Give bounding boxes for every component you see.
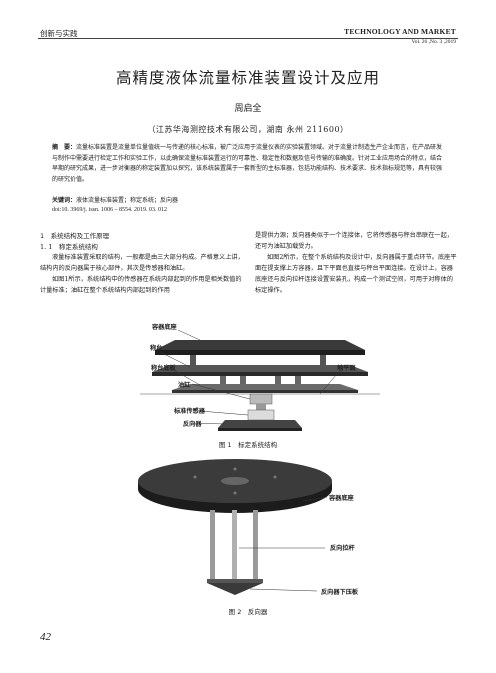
fig2-label-lower-plate: 反向器下压板 xyxy=(321,589,359,596)
fig2-label-container-base: 容器底座 xyxy=(329,495,354,502)
paragraph: 液量标准装置采取的结构，一般都是由三大部分构成。产格意义上讲，结构内的反向器属于… xyxy=(40,254,244,272)
figure-2-diagram xyxy=(138,459,332,595)
rod-shape xyxy=(232,510,237,585)
cylinder-shape xyxy=(249,393,273,405)
section-heading: 1 系统结构及工作原理 xyxy=(40,232,110,240)
abstract-label: 摘 要： xyxy=(52,144,77,151)
doi: doi:10. 3969/j. issn. 1006 – 8554. 2019.… xyxy=(52,207,168,213)
paragraph: 如图1所示，系统结构中的传感器在系统内部起到的作用是相关数值的计量标准；油缸在整… xyxy=(40,276,242,294)
abstract: 摘 要：流量标准装置是流量单位量值统一与传递的核心标准，被广泛应用于流量仪表的实… xyxy=(52,143,444,185)
paragraph: 如图2所示，在整个系统结构及设计中，反向器属于重点环节。底座平面在提支撑上方容器… xyxy=(255,254,457,294)
scale-bottom-plate-shape xyxy=(172,384,358,390)
figure-1-diagram xyxy=(140,329,380,431)
page-number: 42 xyxy=(40,631,51,643)
journal-volume: Vol. 26 ,No. 3 ,2019 xyxy=(411,39,456,45)
author-affiliation: （江苏华海测控技术有限公司，湖南 永州 211600） xyxy=(147,125,349,134)
scale-platform-shape xyxy=(152,365,368,372)
author-name: 周启全 xyxy=(234,104,262,114)
fig1-label-sensor: 标准传感器 xyxy=(174,408,205,415)
paper-title: 高精度液体流量标准装置设计及应用 xyxy=(115,69,380,87)
journal-section-label: 创新与实践 xyxy=(40,29,78,38)
figure-2-caption: 图 2 反向器 xyxy=(228,608,268,616)
rod-shape xyxy=(210,510,215,580)
paragraph: 是提供力源；反向器类似于一个连接体，它将传感器与秤台串联在一起，还可为油缸加载受… xyxy=(255,232,453,250)
fig1-label-ground: 地平面 xyxy=(337,365,356,372)
lower-plate-shape xyxy=(207,583,263,595)
fig1-label-reverser: 反向器 xyxy=(183,421,202,428)
fig1-label-container-base: 容器底座 xyxy=(152,324,177,331)
fig1-label-cylinder: 油缸 xyxy=(178,382,191,389)
sensor-shape xyxy=(247,409,275,421)
keywords-label: 关键词： xyxy=(52,197,77,204)
fig1-label-scale-plate: 称台底板 xyxy=(151,365,176,372)
fig2-label-reverse-rod: 反向拉杆 xyxy=(330,545,355,552)
abstract-text: 流量标准装置是流量单位量值统一与传递的核心标准，被广泛应用于流量仪表的实验装置领… xyxy=(52,144,443,183)
keywords: 关键词：液体流量标准装置；称定系统；反向器 xyxy=(52,195,444,204)
subsection-heading: 1. 1 称定系统结构 xyxy=(40,243,98,251)
left-column: 液量标准装置采取的结构，一般都是由三大部分构成。产格意义上讲，结构内的反向器属于… xyxy=(40,252,245,296)
container-base-shape xyxy=(155,340,365,350)
figure-1-caption: 图 1 标定系统结构 xyxy=(218,441,278,449)
journal-name: TECHNOLOGY AND MARKET xyxy=(344,27,456,36)
reverser-shape xyxy=(218,420,302,428)
rod-shape xyxy=(253,510,258,580)
fig1-label-scale: 称台 xyxy=(150,345,163,352)
header-rule xyxy=(38,38,458,39)
keywords-text: 液体流量标准装置；称定系统；反向器 xyxy=(76,197,179,204)
right-column: 是提供力源；反向器类似于一个连接体，它将传感器与秤台串联在一起，还可为油缸加载受… xyxy=(255,230,458,296)
